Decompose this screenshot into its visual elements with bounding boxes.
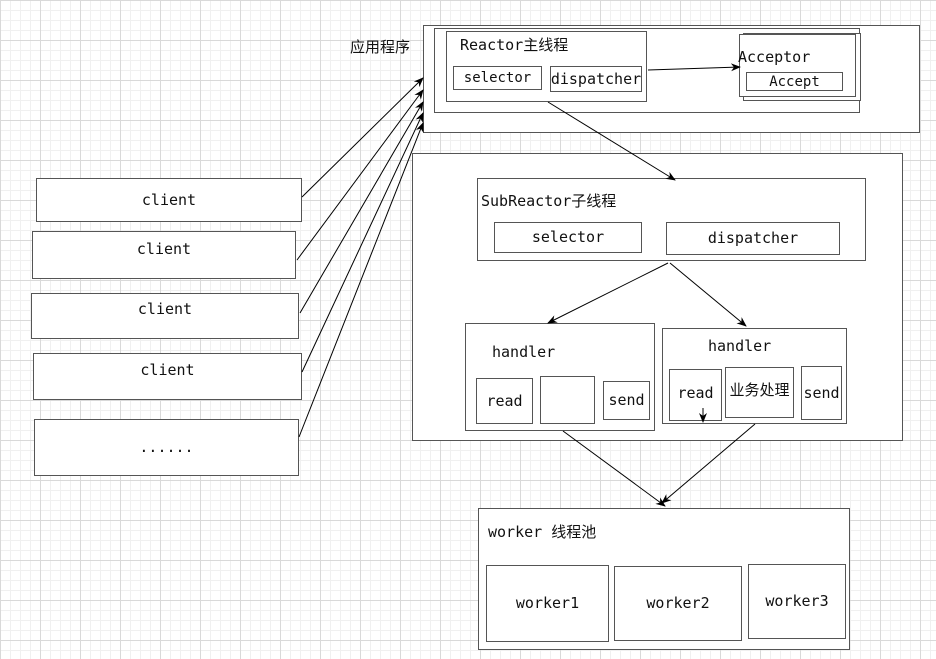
client-box-3: client (31, 293, 299, 339)
reactor-selector: selector (453, 66, 542, 90)
handler2-process: 业务处理 (725, 367, 794, 418)
client-box-4: client (33, 353, 302, 400)
handler-title-1: handler (492, 343, 556, 361)
arrow-client1-to-app (301, 77, 424, 198)
handler2-send: send (801, 366, 842, 420)
client-box-1: client (36, 178, 302, 222)
worker1-box: worker1 (486, 565, 609, 642)
reactor-dispatcher: dispatcher (550, 66, 642, 92)
arrow-handler1-to-workers (562, 430, 666, 507)
handler1-empty-box (540, 376, 595, 424)
handler-title-2: handler (708, 337, 772, 355)
handler1-send: send (603, 381, 650, 420)
subreactor-selector: selector (494, 222, 642, 253)
arrow-client4-to-app (301, 112, 424, 373)
client-box-5: ...... (34, 419, 299, 476)
client-box-2: client (32, 231, 296, 279)
reactor-title: Reactor主线程 (460, 36, 569, 54)
app-label: 应用程序 (350, 38, 411, 56)
subreactor-dispatcher: dispatcher (666, 222, 840, 255)
handler2-read: read (669, 369, 722, 421)
worker2-box: worker2 (614, 566, 742, 641)
subreactor-title: SubReactor子线程 (481, 192, 617, 210)
worker-pool-title: worker 线程池 (488, 523, 597, 541)
handler1-read: read (476, 378, 533, 424)
acceptor-title: Acceptor (738, 48, 811, 66)
arrow-client2-to-app (296, 89, 424, 261)
arrow-client3-to-app (299, 101, 424, 314)
arrow-client5-to-app (298, 122, 424, 438)
accept-box: Accept (746, 72, 843, 91)
worker3-box: worker3 (748, 564, 846, 639)
